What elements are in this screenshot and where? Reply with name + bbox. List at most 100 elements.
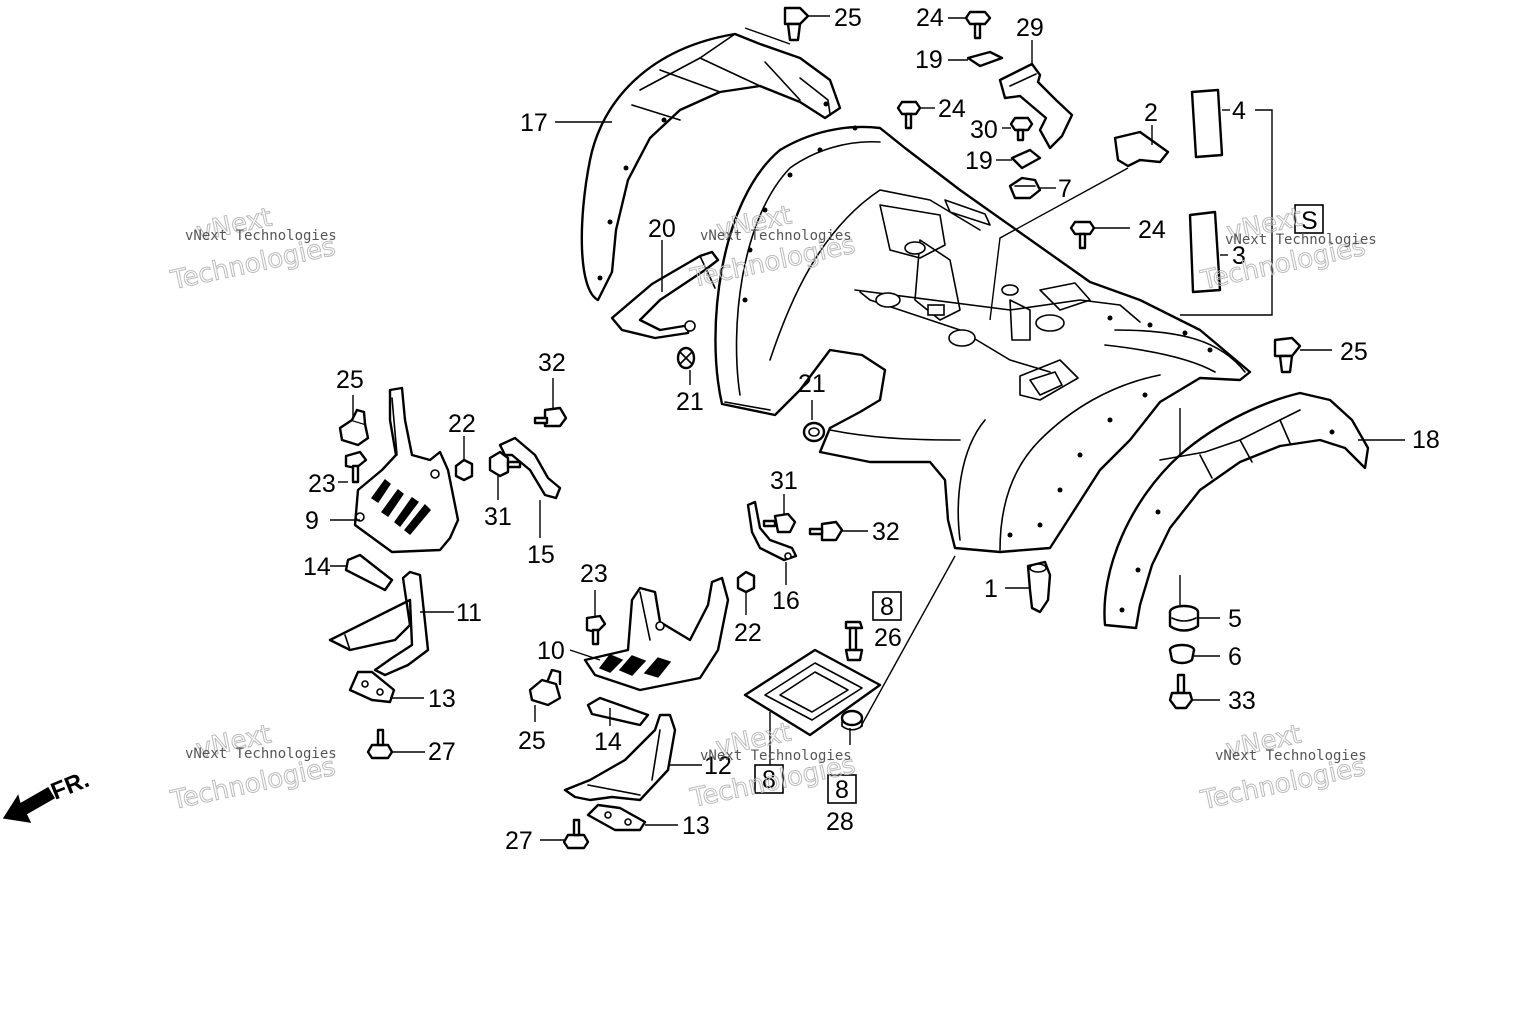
watermark-bottom-left: vNext Technologies bbox=[167, 719, 339, 817]
part-25-clip-top bbox=[783, 6, 830, 42]
part-21-grommet-top bbox=[676, 346, 696, 385]
callout-14-middle: 14 bbox=[594, 728, 622, 756]
part-13-clamp-left bbox=[348, 670, 424, 704]
watermark-top-middle-small: vNext Technologies bbox=[700, 228, 852, 244]
bracket-line-3-4 bbox=[1180, 109, 1273, 316]
part-10-stay bbox=[569, 576, 730, 692]
part-19-nut-top bbox=[948, 50, 1004, 68]
ref-box-8-right bbox=[827, 774, 857, 804]
part-14-plate-left bbox=[330, 553, 394, 592]
part-25-clip-left bbox=[338, 395, 370, 447]
part-17-mudguard-left bbox=[555, 27, 842, 302]
part-13-clamp-middle bbox=[586, 803, 678, 832]
part-15-stay bbox=[498, 436, 562, 538]
callout-4: 4 bbox=[1232, 97, 1246, 125]
part-7-grommet bbox=[1008, 176, 1056, 200]
callout-21-middle: 21 bbox=[798, 370, 826, 398]
callout-24-third: 24 bbox=[1138, 216, 1166, 244]
part-1-reflector bbox=[1005, 560, 1052, 614]
callout-19-top: 19 bbox=[915, 46, 943, 74]
callout-9: 9 bbox=[305, 507, 319, 535]
part-8-cover bbox=[743, 648, 882, 765]
callout-27-middle: 27 bbox=[505, 827, 533, 855]
part-24-bolt-second bbox=[896, 100, 935, 130]
callout-23-left: 23 bbox=[308, 470, 336, 498]
callout-7: 7 bbox=[1058, 175, 1072, 203]
watermark-top-right-small: vNext Technologies bbox=[1225, 232, 1377, 248]
part-3-pad bbox=[1188, 210, 1228, 294]
part-32-bolt-right bbox=[808, 520, 868, 542]
callout-6: 6 bbox=[1228, 643, 1242, 671]
part-19-nut-second bbox=[996, 148, 1042, 170]
watermark-bottom-left-small: vNext Technologies bbox=[185, 746, 337, 762]
part-9-stay bbox=[330, 386, 460, 554]
callout-12: 12 bbox=[704, 752, 732, 780]
callout-18: 18 bbox=[1412, 426, 1440, 454]
callout-1: 1 bbox=[984, 575, 998, 603]
part-22-nut-right bbox=[736, 570, 756, 615]
part-22-nut-left bbox=[454, 436, 474, 482]
callout-19-second: 19 bbox=[965, 147, 993, 175]
part-14-plate-middle bbox=[586, 696, 650, 727]
callout-5: 5 bbox=[1228, 605, 1242, 633]
callout-13-left: 13 bbox=[428, 685, 456, 713]
callout-8-left: 8 bbox=[762, 766, 776, 794]
part-6-washer bbox=[1168, 643, 1220, 665]
callout-29: 29 bbox=[1016, 14, 1044, 42]
callout-3: 3 bbox=[1232, 242, 1246, 270]
part-30-bolt bbox=[1002, 116, 1034, 142]
part-25-clip-right bbox=[1273, 336, 1332, 374]
callout-8-top: 8 bbox=[880, 593, 894, 621]
part-23-screw-middle bbox=[585, 590, 607, 646]
callout-24-top: 24 bbox=[916, 4, 944, 32]
front-direction-arrow: FR. bbox=[2, 766, 93, 823]
callout-17: 17 bbox=[520, 109, 548, 137]
callout-2: 2 bbox=[1144, 99, 1158, 127]
ref-box-8-top bbox=[872, 591, 902, 621]
part-5-collar bbox=[1168, 575, 1220, 632]
part-32-bolt-left bbox=[533, 378, 568, 428]
part-16-stay bbox=[746, 500, 798, 585]
part-24-bolt-top bbox=[948, 10, 992, 40]
callout-25-middle: 25 bbox=[518, 727, 546, 755]
part-29-strap bbox=[998, 40, 1074, 150]
callout-S: S bbox=[1301, 207, 1318, 235]
callout-22-right: 22 bbox=[734, 619, 762, 647]
part-4-pad bbox=[1190, 88, 1230, 159]
callout-31-left: 31 bbox=[484, 503, 512, 531]
part-25-clip-middle bbox=[528, 668, 562, 722]
callout-13-middle: 13 bbox=[682, 812, 710, 840]
callout-21-top: 21 bbox=[676, 388, 704, 416]
part-27-bolt-middle bbox=[540, 818, 590, 850]
callout-23-middle: 23 bbox=[580, 560, 608, 588]
part-12-stay bbox=[563, 713, 702, 802]
part-11-stay bbox=[328, 570, 454, 677]
callout-25-right: 25 bbox=[1340, 338, 1368, 366]
part-27-bolt-left bbox=[366, 728, 425, 760]
watermark-bottom-middle-small: vNext Technologies bbox=[700, 748, 852, 764]
callout-25-left: 25 bbox=[336, 366, 364, 394]
part-24-bolt-third bbox=[1069, 220, 1130, 250]
callout-28: 28 bbox=[826, 808, 854, 836]
part-21-grommet-middle bbox=[802, 400, 826, 443]
callout-20: 20 bbox=[648, 215, 676, 243]
callout-25-top: 25 bbox=[834, 4, 862, 32]
ref-box-S bbox=[1294, 204, 1324, 234]
callout-24-second: 24 bbox=[938, 95, 966, 123]
callout-14-left: 14 bbox=[303, 553, 331, 581]
part-26-bolt bbox=[844, 620, 864, 662]
callout-8-right: 8 bbox=[835, 776, 849, 804]
callout-27-left: 27 bbox=[428, 738, 456, 766]
part-2-bracket bbox=[989, 125, 1170, 321]
callout-30: 30 bbox=[970, 116, 998, 144]
part-31-bolt-left bbox=[488, 450, 522, 500]
callout-22-left: 22 bbox=[448, 410, 476, 438]
callout-11: 11 bbox=[456, 599, 482, 627]
part-28-nut bbox=[840, 555, 956, 745]
callout-33: 33 bbox=[1228, 687, 1256, 715]
part-18-mudguard-right bbox=[1103, 391, 1405, 630]
part-31-bolt-right bbox=[762, 494, 797, 534]
watermark-bottom-right-small: vNext Technologies bbox=[1215, 748, 1367, 764]
part-33-bolt bbox=[1168, 673, 1220, 710]
